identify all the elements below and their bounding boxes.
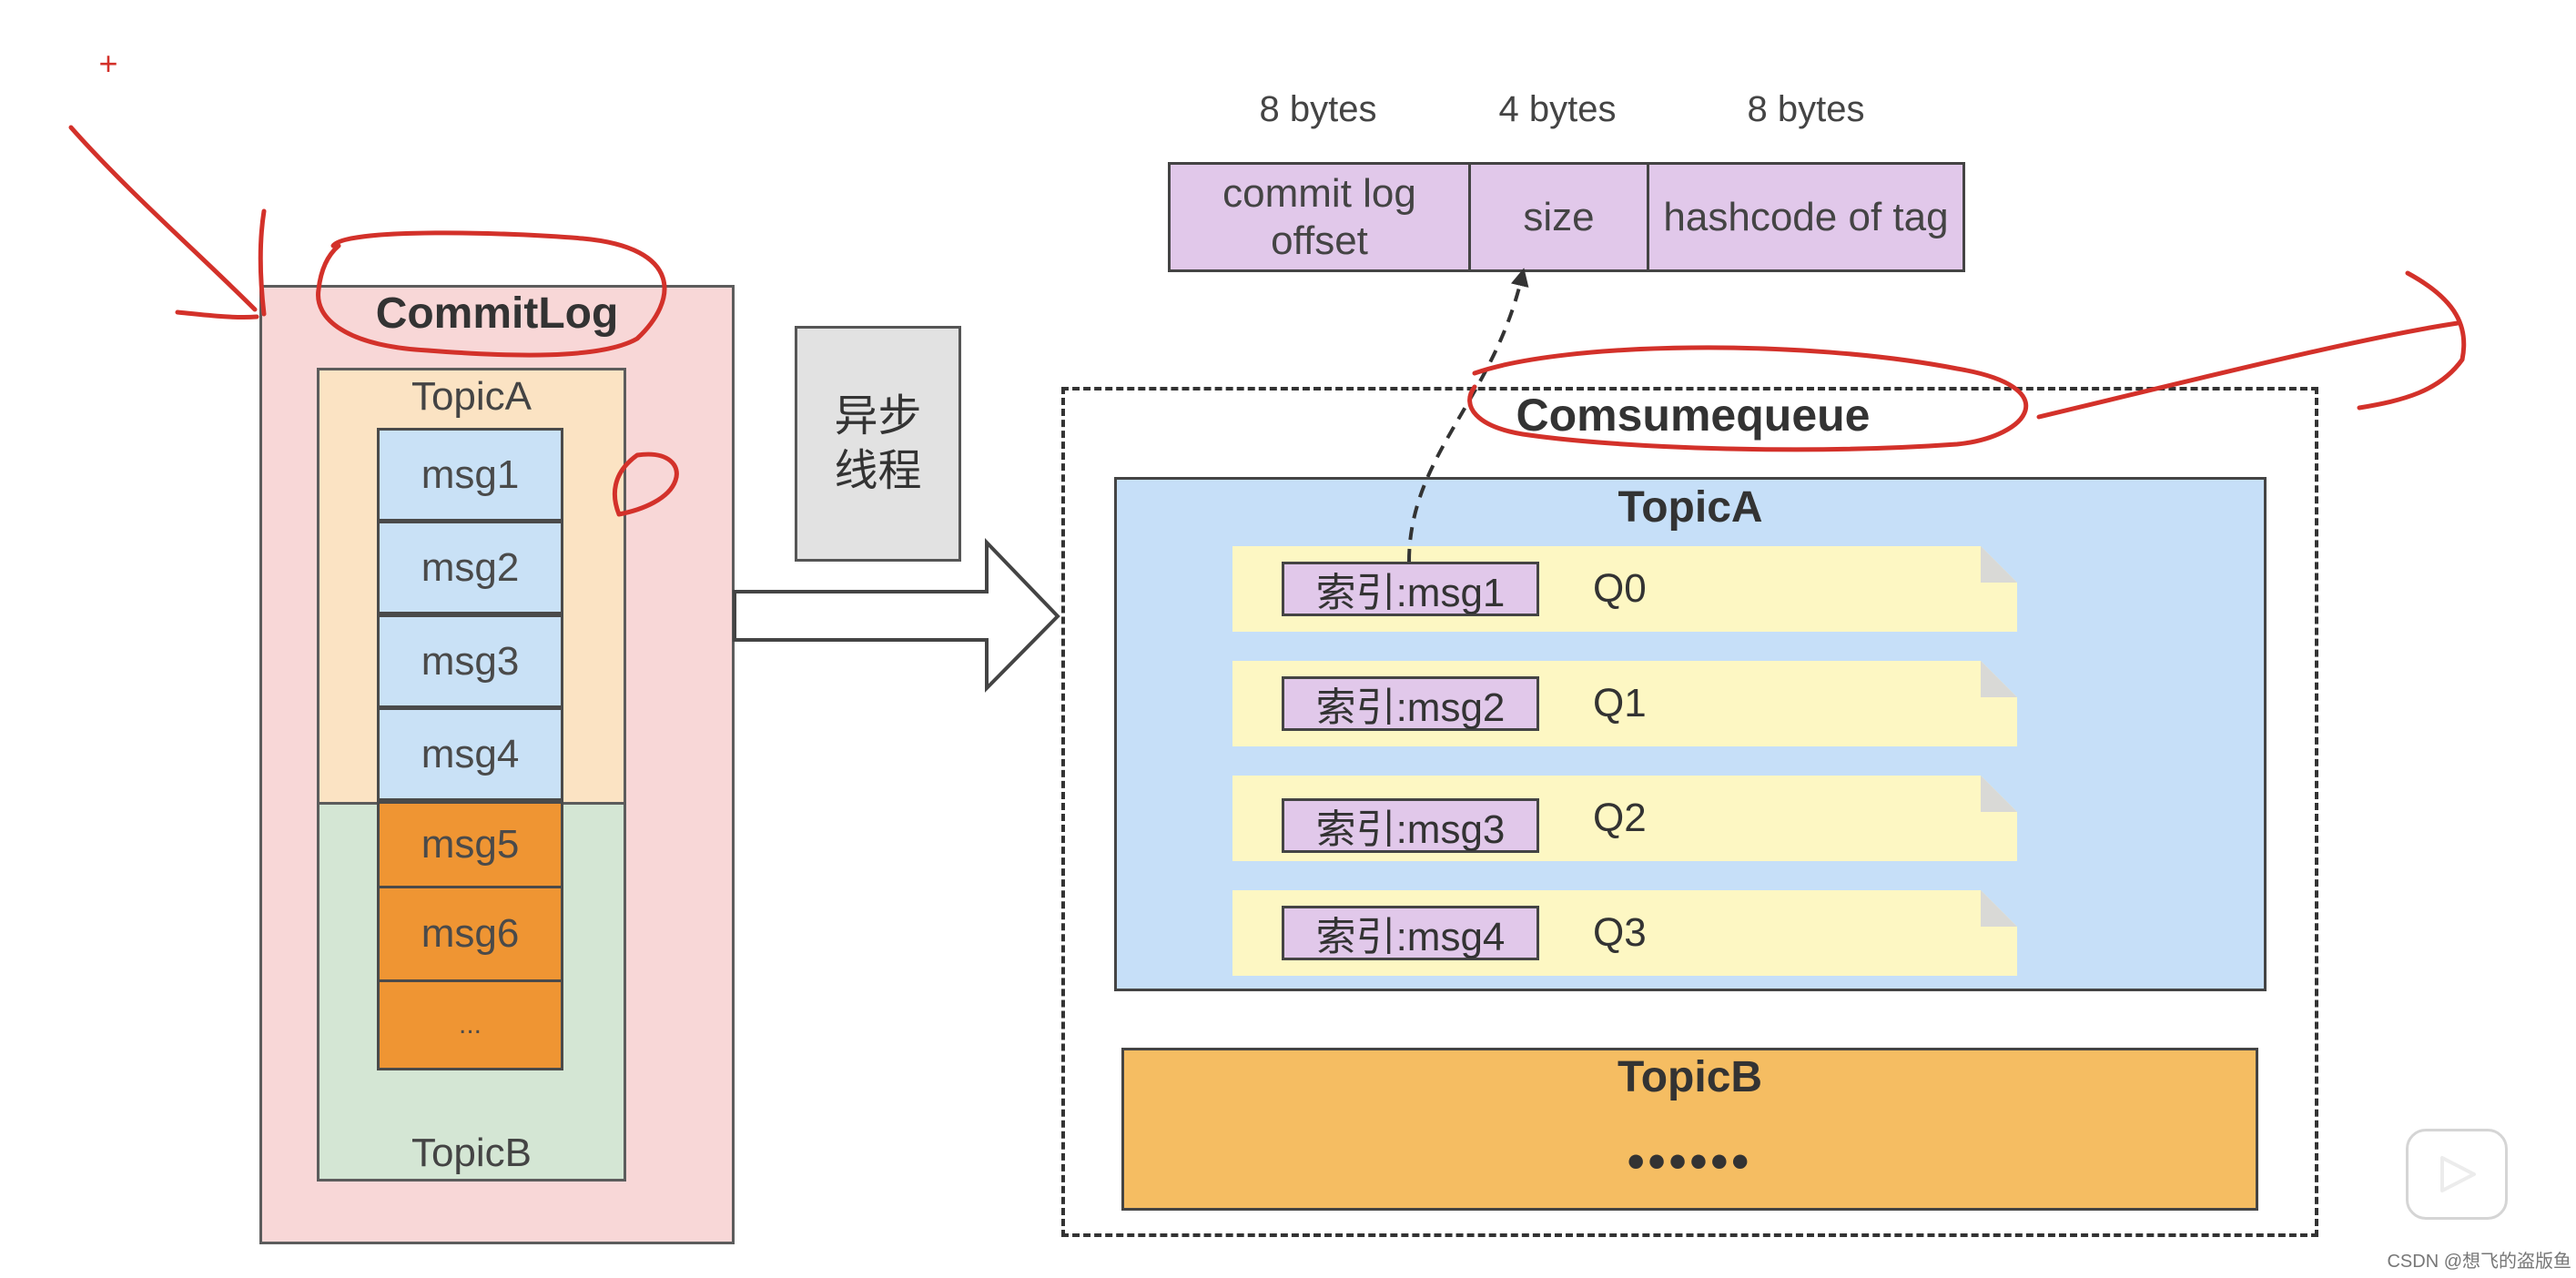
async-thread-box: 异步 线程	[795, 326, 961, 562]
consume-queue-topic-b-dots: ••••••	[1627, 1134, 1753, 1189]
message-block: msg2	[377, 521, 563, 614]
message-block: msg4	[377, 707, 563, 801]
field-bytes-label: 8 bytes	[1259, 88, 1377, 129]
queue-label: Q3	[1593, 910, 1647, 955]
consume-queue-title: Comsumequeue	[1516, 390, 1871, 441]
annotation-stroke-left-arrow	[68, 125, 258, 312]
index-entry: 索引:msg2	[1282, 676, 1539, 731]
index-entry: 索引:msg3	[1282, 798, 1539, 853]
async-thread-line2: 线程	[834, 446, 922, 495]
message-block: msg6	[377, 886, 563, 982]
consume-queue-topic-b	[1121, 1048, 2258, 1211]
message-block: msg3	[377, 614, 563, 708]
queue-label: Q0	[1593, 566, 1647, 611]
commitlog-topic-a-label: TopicA	[411, 374, 532, 419]
commitlog-title: CommitLog	[375, 289, 619, 338]
consume-queue-topic-b-title: TopicB	[1617, 1052, 1763, 1101]
consume-queue-topic-a-title: TopicA	[1618, 482, 1763, 532]
annotation-stroke-left-arrow-tail	[175, 309, 259, 320]
big-hollow-arrow	[733, 538, 1060, 693]
queue-label: Q2	[1593, 796, 1647, 840]
field-size: size	[1468, 162, 1649, 272]
index-entry: 索引:msg4	[1282, 906, 1539, 960]
commitlog-topic-b-label: TopicB	[411, 1131, 532, 1175]
field-hashcode-of-tag: hashcode of tag	[1647, 162, 1965, 272]
annotation-stroke-right-arrow-head	[2357, 270, 2467, 411]
field-bytes-label: 4 bytes	[1498, 88, 1617, 129]
message-block: msg1	[377, 428, 563, 522]
message-block-ellipsis: ...	[377, 979, 563, 1070]
queue-label: Q1	[1593, 681, 1647, 725]
async-thread-line1: 异步	[834, 391, 922, 441]
watermark: CSDN @想飞的盗版鱼	[2387, 1251, 2571, 1272]
field-commit-log-offset: commit log offset	[1168, 162, 1471, 272]
message-block: msg5	[377, 801, 563, 888]
play-button[interactable]	[2406, 1129, 2508, 1220]
plus-annotation: +	[98, 45, 118, 82]
field-bytes-label: 8 bytes	[1747, 88, 1865, 129]
index-entry: 索引:msg1	[1282, 562, 1539, 616]
